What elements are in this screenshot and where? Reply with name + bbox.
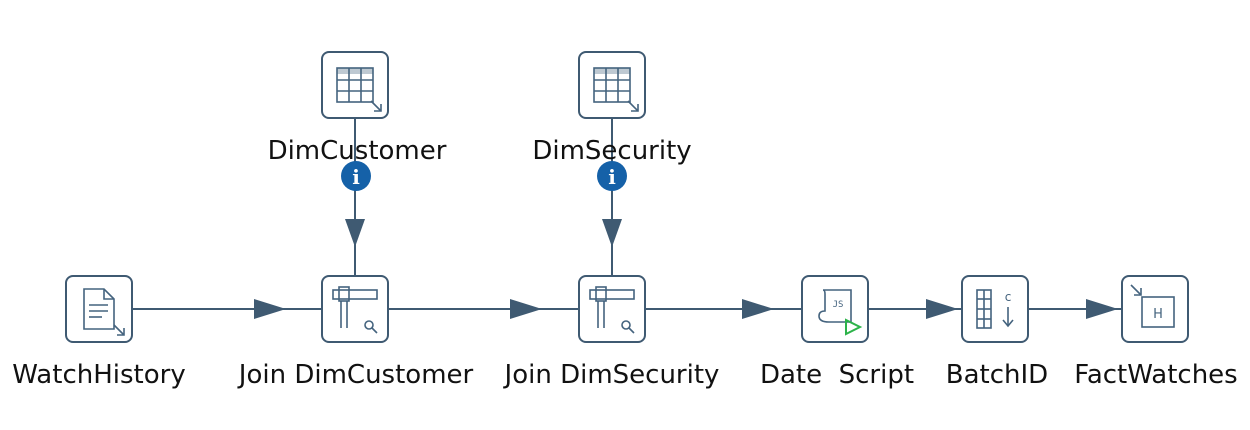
- add-constants-icon: c: [976, 289, 1014, 329]
- info-icon[interactable]: [597, 161, 627, 191]
- step-label: FactWatches: [1074, 360, 1237, 390]
- table-input-icon: [336, 67, 382, 112]
- hop-watchhistory-to-join-dimcustomer[interactable]: [132, 299, 322, 319]
- info-badge-glyph: i: [608, 165, 616, 189]
- database-lookup-icon: [589, 286, 635, 334]
- table-input-icon: [593, 67, 639, 112]
- step-batchid[interactable]: c BatchID: [946, 275, 1048, 390]
- step-label: Join DimCustomer: [237, 360, 474, 390]
- hop-dimcustomer-to-join[interactable]: [345, 118, 365, 276]
- play-icon: [845, 318, 863, 336]
- step-join-dimcustomer[interactable]: Join DimCustomer: [237, 275, 474, 390]
- step-watchhistory[interactable]: WatchHistory: [12, 275, 186, 390]
- step-label: BatchID: [946, 360, 1048, 390]
- hop-join-dimcustomer-to-join-dimsecurity[interactable]: [388, 299, 579, 319]
- step-dimcustomer[interactable]: DimCustomer: [268, 51, 447, 166]
- table-output-icon: H: [1130, 284, 1175, 328]
- info-badge-dimcustomer-hop[interactable]: i: [341, 161, 371, 191]
- info-badge-glyph: i: [352, 165, 360, 189]
- script-text: JS: [833, 300, 844, 310]
- hop-date-script-to-batchid[interactable]: [868, 299, 962, 319]
- database-lookup-icon: [332, 286, 378, 334]
- step-join-dimsecurity[interactable]: Join DimSecurity: [503, 275, 720, 390]
- step-label: DimCustomer: [268, 136, 447, 166]
- constant-text: c: [1005, 290, 1012, 304]
- step-factwatches[interactable]: H FactWatches: [1074, 275, 1238, 390]
- step-dimsecurity[interactable]: DimSecurity: [532, 51, 692, 166]
- step-date-script[interactable]: JS Date Script: [760, 275, 914, 390]
- step-label: Join DimSecurity: [503, 360, 720, 390]
- step-box[interactable]: [961, 275, 1029, 343]
- output-text: H: [1153, 307, 1163, 322]
- text-file-input-icon: [83, 288, 125, 336]
- hop-dimsecurity-to-join[interactable]: [602, 118, 622, 276]
- step-label: Date Script: [760, 360, 914, 390]
- info-icon[interactable]: [341, 161, 371, 191]
- info-badge-dimsecurity-hop[interactable]: i: [597, 161, 627, 191]
- hops: [132, 118, 1122, 319]
- step-box[interactable]: [578, 275, 646, 343]
- hop-batchid-to-factwatches[interactable]: [1028, 299, 1122, 319]
- step-box[interactable]: [321, 275, 389, 343]
- hop-join-dimsecurity-to-date-script[interactable]: [645, 299, 802, 319]
- step-label: WatchHistory: [12, 360, 185, 390]
- javascript-icon: JS: [818, 289, 863, 336]
